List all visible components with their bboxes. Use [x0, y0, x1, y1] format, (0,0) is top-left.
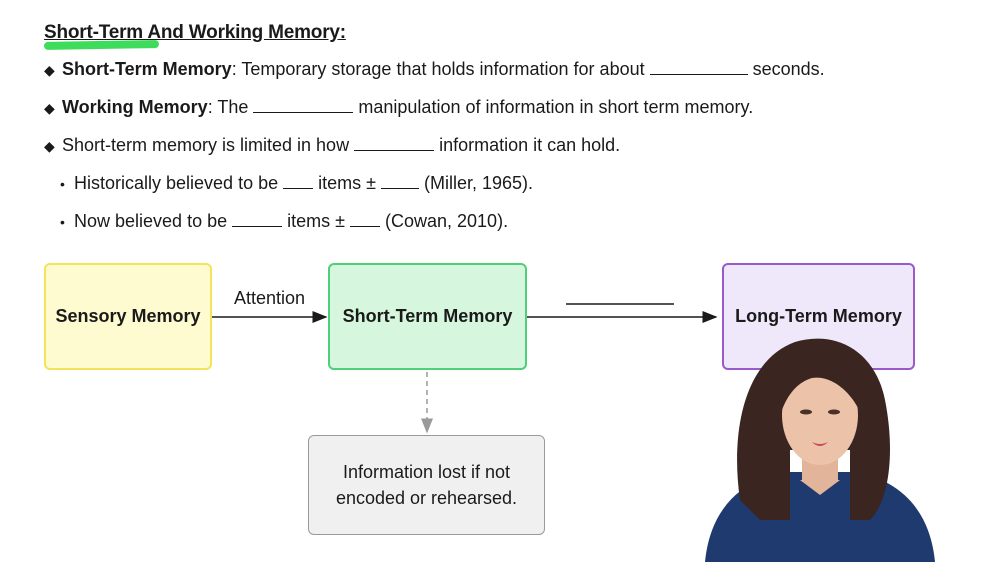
bullet-text: Short-term memory is limited in how	[62, 135, 355, 155]
sub-bullet-now: • Now believed to be items ± (Cowan, 2010…	[60, 210, 508, 232]
diamond-bullet-icon: ◆	[44, 138, 55, 154]
bullet-term: Working Memory	[62, 97, 208, 117]
bullet-working-memory: ◆ Working Memory: The manipulation of inf…	[44, 96, 753, 118]
bullet-text: (Miller, 1965).	[419, 173, 534, 193]
bullet-text: : The	[207, 97, 254, 117]
bullet-text: Now believed to be	[74, 211, 233, 231]
fill-in-blank	[649, 58, 748, 75]
bullet-short-term-memory: ◆ Short-Term Memory: Temporary storage th…	[44, 58, 825, 80]
fill-in-blank	[354, 134, 435, 151]
bullet-text: items ±	[282, 211, 350, 231]
information-lost-box: Information lost if not encoded or rehea…	[308, 435, 545, 535]
bullet-text: Historically believed to be	[74, 173, 284, 193]
diamond-bullet-icon: ◆	[44, 100, 55, 116]
bullet-text: items ±	[313, 173, 381, 193]
attention-label: Attention	[234, 288, 306, 308]
fill-in-blank	[350, 210, 380, 227]
box-label: Short-Term Memory	[342, 306, 513, 326]
lost-line-1: Information lost if not	[342, 462, 511, 482]
sensory-memory-box: Sensory Memory	[44, 263, 212, 370]
dot-bullet-icon: •	[60, 176, 65, 192]
bullet-limit: ◆ Short-term memory is limited in how inf…	[44, 134, 620, 156]
diamond-bullet-icon: ◆	[44, 62, 55, 78]
box-label: Sensory Memory	[55, 306, 201, 326]
fill-in-blank	[253, 96, 354, 113]
fill-in-blank	[283, 172, 314, 189]
bullet-term: Short-Term Memory	[62, 59, 232, 79]
bullet-text: information it can hold.	[434, 135, 621, 155]
bullet-text: manipulation of information in short ter…	[353, 97, 754, 117]
fill-in-blank	[381, 172, 419, 189]
bullet-text: seconds.	[747, 59, 825, 79]
bullet-text: (Cowan, 2010).	[380, 211, 509, 231]
lost-line-2: encoded or rehearsed.	[335, 488, 518, 508]
sub-bullet-historic: • Historically believed to be items ± (Mi…	[60, 172, 533, 194]
bullet-text: : Temporary storage that holds informati…	[231, 59, 650, 79]
presenter-image	[705, 338, 935, 562]
dot-bullet-icon: •	[60, 214, 65, 230]
short-term-memory-box: Short-Term Memory	[328, 263, 527, 370]
page-title: Short-Term And Working Memory:	[44, 22, 346, 43]
fill-in-blank	[232, 210, 283, 227]
box-label: Long-Term Memory	[735, 306, 902, 326]
